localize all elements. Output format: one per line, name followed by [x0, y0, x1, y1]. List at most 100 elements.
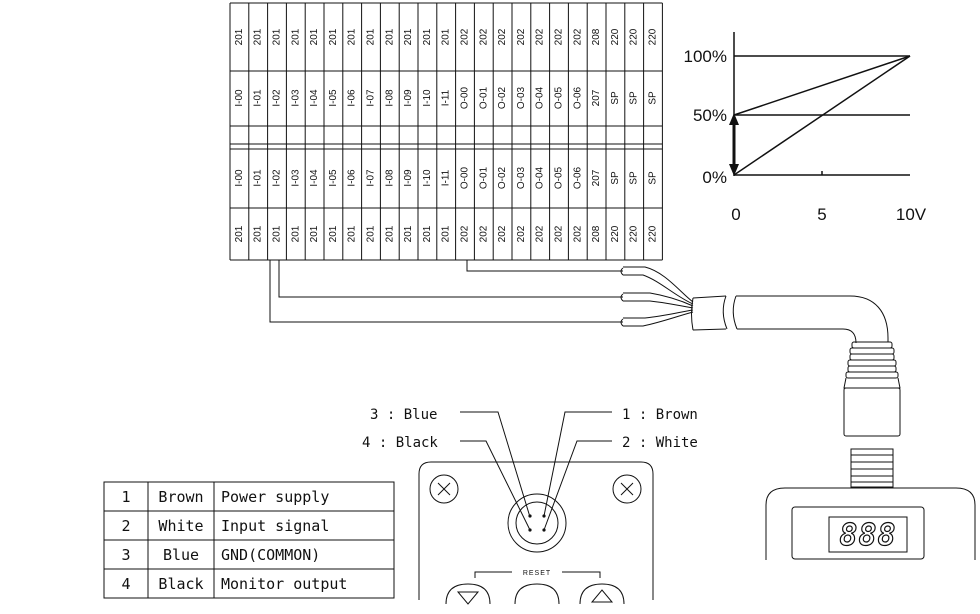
device-housing: [765, 487, 976, 560]
mode-button[interactable]: [514, 583, 560, 605]
cable-jacket-start: [691, 295, 727, 331]
pin-label-blue: 3 : Blue: [370, 407, 437, 423]
tb-upper-label: I-01: [253, 89, 264, 107]
tb-upper-number: 202: [535, 28, 546, 45]
tb-lower-number: 201: [328, 225, 339, 242]
screw-cross-icon: [620, 482, 634, 496]
up-button[interactable]: [579, 583, 625, 605]
tb-upper-number: 202: [478, 28, 489, 45]
tb-lower-label: SP: [648, 171, 659, 185]
tb-lower-number: 202: [554, 225, 565, 242]
table-cell-color: White: [158, 517, 203, 535]
wire-i02: [278, 260, 623, 298]
tb-lower-number: 202: [516, 225, 527, 242]
wire-end-8: [620, 293, 624, 302]
tb-upper-label: O-03: [516, 86, 527, 109]
wire-i01: [269, 260, 623, 323]
wire-end-1: [623, 266, 694, 303]
tb-lower-label: I-08: [384, 169, 395, 187]
tb-upper-number: 201: [441, 28, 452, 45]
table-cell-color: Brown: [158, 488, 203, 506]
wire-end-7: [620, 267, 624, 276]
tb-lower-label: I-11: [441, 169, 452, 186]
plug-body: [843, 387, 901, 437]
down-button[interactable]: [445, 583, 491, 605]
table-cell-color: Black: [158, 575, 203, 593]
tb-upper-number: 220: [648, 28, 659, 45]
seven-segment-display: 888: [839, 518, 896, 553]
tb-upper-label: O-01: [478, 86, 489, 109]
device-receptacle: 888: [765, 448, 976, 560]
tb-upper-label: I-10: [422, 89, 433, 107]
callout-line-black: [460, 440, 531, 531]
graph-y-tick-50: 50%: [693, 106, 727, 125]
tb-lower-label: O-04: [535, 166, 546, 189]
tb-lower-number: 202: [572, 225, 583, 242]
wire-end-5: [623, 309, 694, 319]
tb-lower-label: SP: [610, 171, 621, 185]
table-row: 2 White Input signal: [121, 517, 329, 535]
tb-lower-label: O-05: [554, 166, 565, 189]
reset-bracket: [474, 571, 601, 578]
tb-lower-number: 201: [366, 225, 377, 242]
pin-callouts: 3 : Blue 4 : Black 1 : Brown 2 : White: [362, 407, 698, 531]
cable-break-mark: [722, 295, 738, 330]
tb-upper-label: SP: [610, 91, 621, 105]
tb-lower-label: O-02: [497, 166, 508, 189]
terminal-block-grid: [229, 2, 663, 261]
tb-upper-label: I-09: [403, 89, 414, 107]
graph-x-tick-label-10: 10V: [896, 205, 927, 224]
plug-neck: [843, 377, 901, 389]
tb-upper-label: O-04: [535, 86, 546, 109]
table-cell-function: GND(COMMON): [221, 546, 320, 564]
tb-upper-number: 201: [272, 28, 283, 45]
tb-lower-label: I-05: [328, 169, 339, 187]
tb-upper-label: O-00: [460, 86, 471, 109]
tb-lower-label: SP: [629, 171, 640, 185]
sensor-cable: [691, 295, 889, 344]
tb-upper-label: O-02: [497, 86, 508, 109]
tb-upper-number: 201: [328, 28, 339, 45]
panel-screw-right: [612, 474, 642, 504]
display-digits-frame: [828, 516, 908, 553]
tb-lower-number: 201: [272, 225, 283, 242]
tb-upper-number: 201: [422, 28, 433, 45]
m8-connector-outer: [507, 493, 567, 553]
receptacle-thread: [850, 448, 894, 488]
display-window: [791, 506, 925, 560]
tb-lower-label: O-06: [572, 166, 583, 189]
tb-lower-label: I-01: [253, 169, 264, 187]
wire-end-3: [623, 292, 694, 307]
table-row: 3 Blue GND(COMMON): [121, 546, 320, 564]
tb-lower-number: 201: [253, 225, 264, 242]
pin-label-black: 4 : Black: [362, 435, 438, 451]
plug-strain-relief: [849, 347, 895, 355]
tb-lower-label: I-07: [366, 169, 377, 187]
tb-upper-label: SP: [648, 91, 659, 105]
graph-x-tick-label-0: 0: [731, 205, 740, 224]
tb-upper-number: 202: [516, 28, 527, 45]
tb-lower-label: I-10: [422, 169, 433, 187]
down-arrow-icon: [456, 591, 480, 605]
tb-upper-label: SP: [629, 91, 640, 105]
plug-strain-relief: [847, 359, 897, 367]
tb-upper-number: 201: [234, 28, 245, 45]
callout-line-white: [543, 440, 612, 531]
tb-lower-number: 202: [535, 225, 546, 242]
plug-strain-relief: [849, 353, 895, 361]
tb-upper-label: I-05: [328, 89, 339, 107]
graph-arrow-head-up: [729, 113, 739, 125]
tb-lower-label: I-09: [403, 169, 414, 187]
output-graph: 100% 50% 0% 0 5 10V: [684, 32, 927, 224]
table-cell-number: 1: [121, 488, 130, 506]
wire-color-table: 1 Brown Power supply 2 White Input signa…: [103, 481, 395, 599]
tb-lower-number: 220: [648, 225, 659, 242]
signal-wires: [269, 260, 694, 327]
tb-upper-number: 201: [403, 28, 414, 45]
tb-upper-number: 202: [572, 28, 583, 45]
table-cell-number: 3: [121, 546, 130, 564]
panel-outline: [418, 461, 654, 600]
m8-connector-inner: [515, 501, 559, 545]
pin-label-white: 2 : White: [622, 435, 698, 451]
tb-upper-number: 220: [610, 28, 621, 45]
